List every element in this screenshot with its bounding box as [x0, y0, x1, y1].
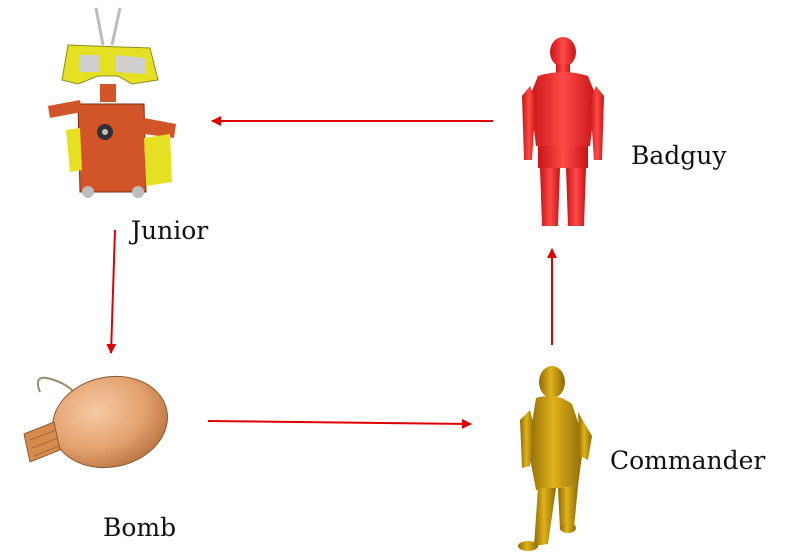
bomb-label: Bomb	[103, 515, 176, 540]
junior-label: Junior	[131, 218, 208, 243]
robot-icon	[48, 8, 176, 198]
edges	[111, 121, 552, 424]
gold-humanoid-icon	[518, 366, 592, 551]
commander-label: Commander	[610, 448, 765, 473]
edge-bomb-to-commander	[208, 421, 471, 424]
badguy-label: Badguy	[631, 143, 727, 168]
bomb-icon	[24, 366, 176, 478]
red-humanoid-icon	[522, 37, 604, 226]
edge-junior-to-bomb	[111, 230, 115, 353]
